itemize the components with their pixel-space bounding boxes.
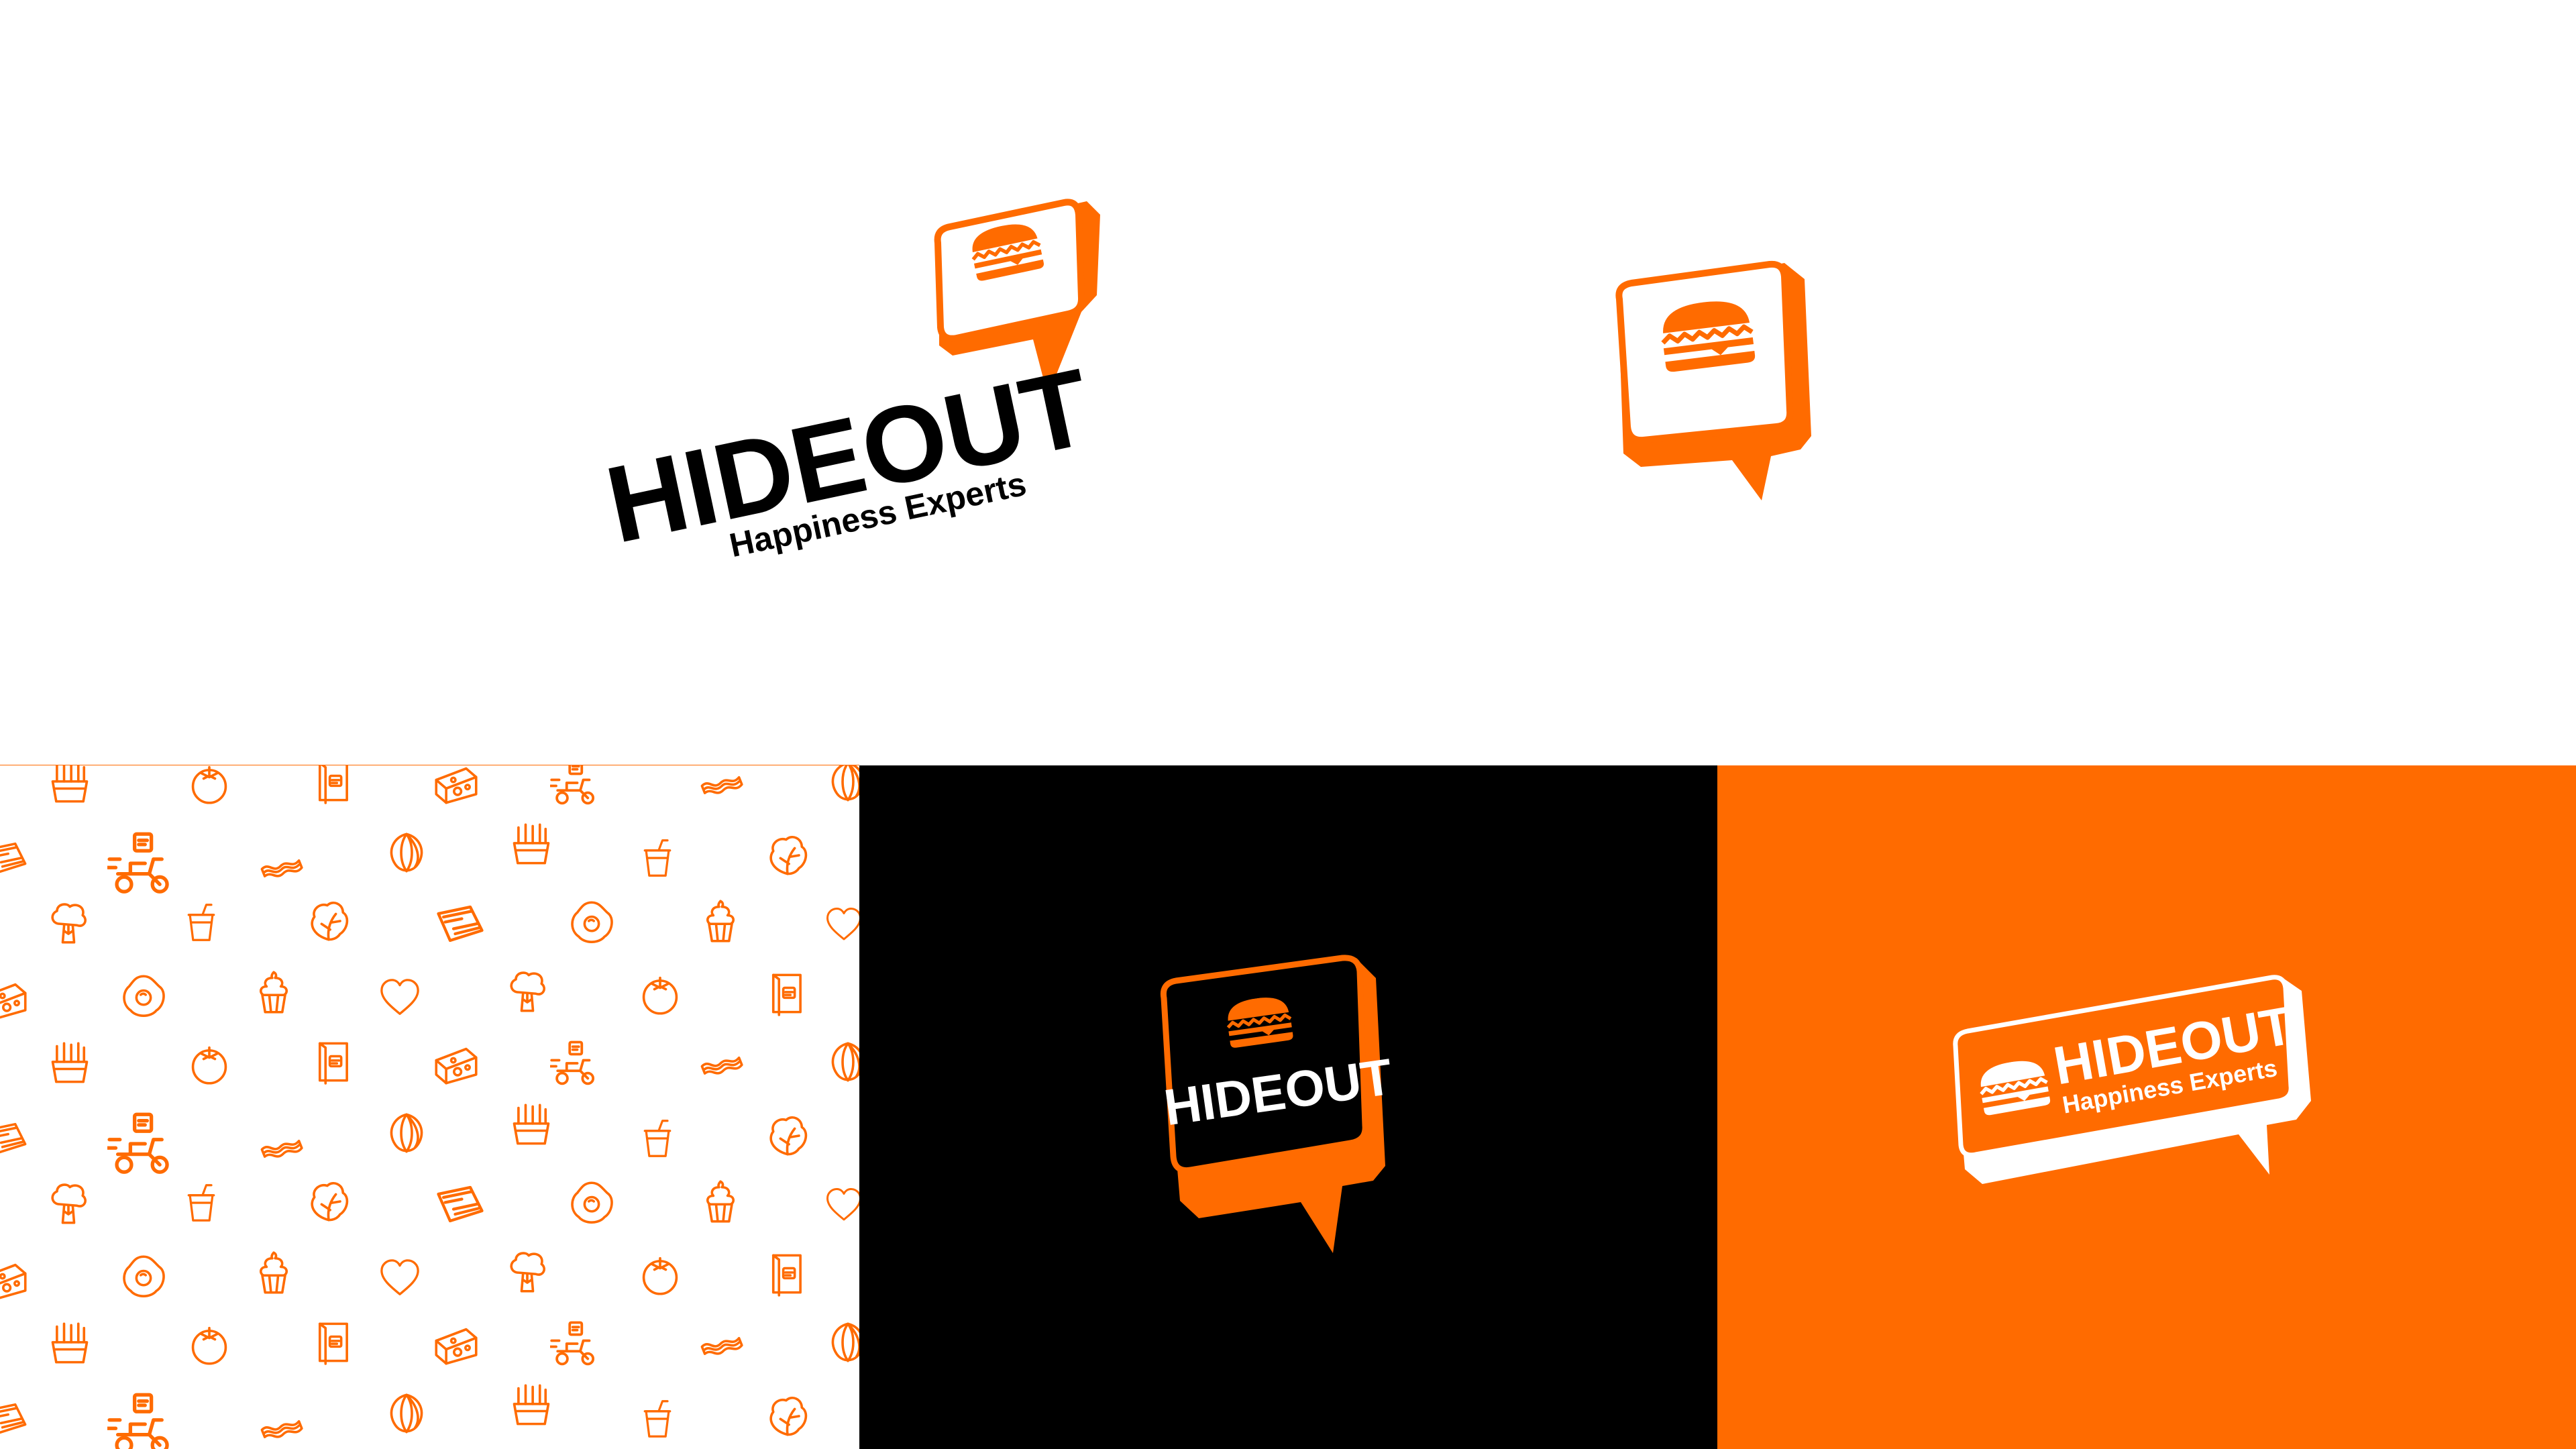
menu-icon [318, 1042, 348, 1085]
onion-icon [831, 1322, 859, 1362]
cheese-icon [435, 1047, 478, 1085]
drink-cup-icon [187, 903, 215, 942]
heart-icon [826, 1187, 859, 1221]
delivery-scooter-icon [107, 1114, 167, 1172]
heart-icon [826, 907, 859, 941]
bacon-icon [700, 1336, 743, 1355]
icon-pattern-panel [0, 765, 859, 1449]
drink-cup-icon [643, 1119, 672, 1158]
fries-icon [513, 1104, 550, 1145]
bacon-icon [260, 1419, 303, 1438]
logo-mark [1615, 260, 1811, 500]
drink-cup-icon [187, 1183, 215, 1222]
cupcake-icon [259, 971, 288, 1014]
cupcake-icon [259, 1251, 288, 1294]
lettuce-icon [769, 835, 808, 875]
logo-showcase-area [0, 0, 2576, 765]
cheese-icon [0, 1263, 27, 1301]
cheese-icon [435, 767, 478, 804]
delivery-scooter-icon [107, 834, 167, 892]
black-panel: HIDEOUT [859, 765, 1717, 1449]
burger-wrap-icon [439, 1187, 482, 1221]
cheese-icon [0, 983, 27, 1020]
fries-icon [51, 765, 89, 803]
onion-icon [831, 765, 859, 802]
drink-cup-icon [643, 1399, 672, 1438]
cupcake-icon [706, 1180, 735, 1223]
primary-logo: HIDEOUT Happiness Experts [597, 199, 1100, 566]
burger-wrap-icon [0, 1122, 27, 1155]
menu-icon [771, 973, 802, 1016]
fries-icon [513, 823, 550, 865]
delivery-scooter-icon [550, 1321, 595, 1366]
delivery-scooter-icon [107, 1395, 167, 1449]
bacon-icon [260, 859, 303, 877]
burger-wrap-icon [0, 842, 27, 874]
delivery-scooter-icon [550, 1040, 595, 1085]
lettuce-icon [311, 901, 349, 941]
orange-panel: HIDEOUT Happiness Experts [1717, 765, 2576, 1449]
broccoli-icon [510, 971, 545, 1012]
tomato-icon [191, 1046, 227, 1085]
fried-egg-icon [123, 975, 165, 1018]
menu-icon [771, 1254, 802, 1297]
burger-wrap-icon [0, 1403, 27, 1435]
broccoli-icon [51, 1183, 87, 1224]
menu-icon [318, 1322, 348, 1365]
tomato-icon [642, 976, 678, 1015]
menu-icon [318, 765, 348, 804]
lettuce-icon [769, 1116, 808, 1156]
heart-icon [380, 979, 419, 1016]
lettuce-icon [769, 1396, 808, 1436]
cheese-icon [435, 1328, 478, 1365]
icon-pattern [0, 765, 859, 1449]
delivery-scooter-icon [550, 765, 595, 805]
bacon-icon [260, 1139, 303, 1158]
fries-icon [51, 1322, 89, 1364]
fried-egg-icon [571, 1181, 613, 1224]
bacon-icon [700, 1056, 743, 1075]
broccoli-icon [510, 1252, 545, 1293]
drink-cup-icon [643, 839, 672, 877]
burger-wrap-icon [439, 907, 482, 941]
badge-logo-on-black: HIDEOUT [1160, 955, 1396, 1253]
fries-icon [51, 1042, 89, 1083]
fried-egg-icon [571, 901, 613, 944]
onion-icon [831, 1042, 859, 1082]
heart-icon [380, 1259, 419, 1296]
broccoli-icon [51, 903, 87, 944]
tomato-icon [642, 1256, 678, 1295]
speech-bubble-logo-mark [934, 199, 1100, 396]
lettuce-icon [311, 1181, 349, 1222]
fried-egg-icon [123, 1255, 165, 1298]
tomato-icon [191, 1326, 227, 1365]
tomato-icon [191, 765, 227, 804]
horizontal-logo-on-orange: HIDEOUT Happiness Experts [1953, 975, 2311, 1184]
cupcake-icon [706, 900, 735, 943]
onion-icon [390, 833, 423, 873]
onion-icon [390, 1113, 423, 1153]
bacon-icon [700, 775, 743, 794]
fries-icon [513, 1384, 550, 1426]
onion-icon [390, 1393, 423, 1434]
